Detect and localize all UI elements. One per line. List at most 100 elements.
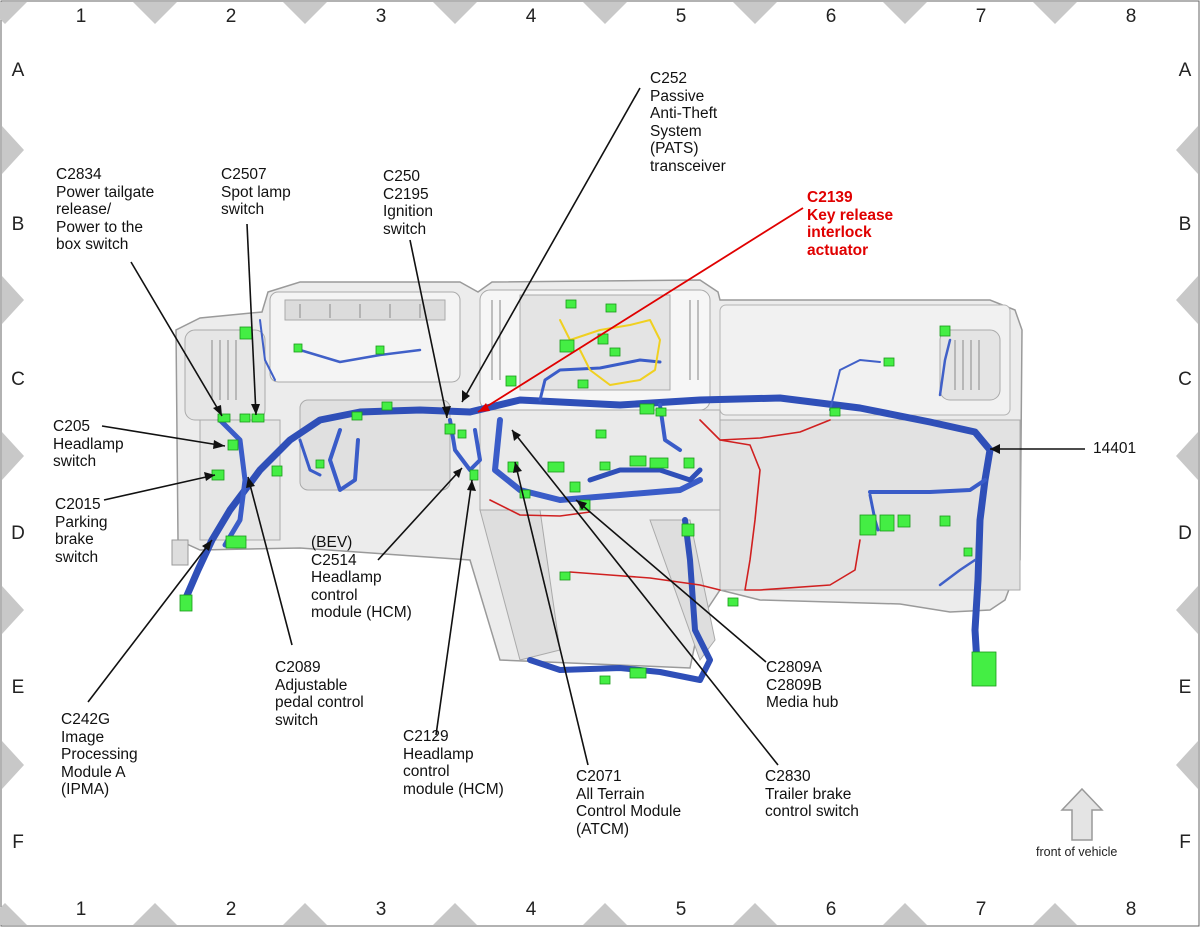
front-of-vehicle-label: front of vehicle — [1036, 845, 1118, 859]
arrow-c2071 — [513, 462, 522, 473]
zone-marker — [283, 903, 327, 925]
connector-block — [883, 357, 895, 367]
zone-marker — [883, 903, 927, 925]
connector-block — [375, 345, 385, 355]
zone-marker — [1176, 741, 1198, 789]
leader-c250 — [409, 239, 448, 419]
arrow-c2514 — [453, 468, 462, 478]
connector-block — [971, 651, 997, 687]
connector-block — [829, 407, 841, 417]
connector-block — [629, 455, 647, 467]
leader-c2507 — [246, 223, 257, 416]
zone-marker — [1176, 432, 1198, 480]
callout-c2507: C2507 Spot lamp switch — [221, 166, 291, 218]
grid-row-label: E — [11, 677, 25, 698]
leader-c2514 — [377, 467, 463, 561]
callout-c2514: (BEV) C2514 Headlamp control module (HCM… — [311, 534, 412, 621]
connector-block — [897, 514, 911, 528]
callout-harness-14401: 14401 — [1093, 440, 1137, 457]
zone-marker — [733, 903, 777, 925]
leader-lines — [87, 87, 1085, 766]
connector-block — [444, 423, 456, 435]
connector-block — [599, 461, 611, 471]
callout-c2139: C2139 Key release interlock actuator — [807, 189, 894, 259]
grid-col-label: 6 — [825, 6, 837, 27]
grid-row-label: F — [12, 832, 24, 853]
connector-block — [681, 523, 695, 537]
grid-row-label: F — [1179, 832, 1191, 853]
grid-col-label: 3 — [375, 6, 387, 27]
connector-block — [227, 439, 239, 451]
arrow-c2834 — [213, 405, 222, 416]
grid-row-label: D — [1178, 523, 1192, 544]
connector-block — [251, 413, 265, 423]
connector-block — [599, 675, 611, 685]
grid-row-label: B — [1178, 214, 1192, 235]
grid-col-label: 6 — [825, 899, 837, 920]
arrow-c250 — [442, 406, 451, 418]
arrow-c242g — [202, 540, 212, 551]
connector-block — [649, 457, 669, 469]
leader-c2809 — [575, 499, 767, 663]
zone-marker — [1176, 126, 1198, 174]
connector-block — [179, 594, 193, 612]
grid-col-label: 7 — [975, 6, 987, 27]
leader-c252 — [461, 87, 641, 403]
arrow-harness — [990, 444, 1000, 454]
grid-col-label: 5 — [675, 6, 687, 27]
connector-block — [505, 375, 517, 387]
connector-block — [293, 343, 303, 353]
leader-c205 — [101, 425, 226, 447]
callout-c2834: C2834 Power tailgate release/ Power to t… — [56, 166, 155, 253]
connector-block — [939, 325, 951, 337]
callout-c250: C250 C2195 Ignition switch — [383, 168, 433, 238]
grid-row-label: D — [11, 523, 25, 544]
grid-col-label: 1 — [75, 6, 87, 27]
callout-c242g: C242G Image Processing Module A (IPMA) — [61, 711, 138, 798]
connector-block — [519, 489, 531, 499]
grid-row-label: E — [1178, 677, 1192, 698]
connector-block — [727, 597, 739, 607]
connector-block — [381, 401, 393, 411]
grid-col-label: 8 — [1125, 899, 1137, 920]
leader-c2830 — [511, 429, 779, 766]
connector-block — [879, 514, 895, 532]
arrowheads — [202, 390, 1000, 551]
zone-marker — [133, 903, 177, 925]
connector-block — [577, 379, 589, 389]
arrow-c2015 — [204, 472, 215, 481]
grid-col-label: 1 — [75, 899, 87, 920]
zone-marker — [1176, 586, 1198, 634]
leader-c2834 — [130, 261, 223, 417]
leader-c2071 — [514, 461, 589, 766]
callout-c252: C252 Passive Anti-Theft System (PATS) tr… — [650, 70, 726, 175]
zone-marker — [433, 903, 477, 925]
callout-c2830: C2830 Trailer brake control switch — [765, 768, 859, 820]
grid-col-label: 2 — [225, 899, 237, 920]
leader-c2129 — [435, 479, 473, 736]
grid-row-label: C — [1178, 369, 1192, 390]
arrow-c2830 — [512, 430, 521, 441]
connector-block — [239, 413, 251, 423]
connector-block — [547, 461, 565, 473]
leader-c2139 — [477, 207, 804, 413]
connector-block — [559, 339, 575, 353]
callout-c2809: C2809A C2809B Media hub — [766, 659, 839, 711]
arrow-c2507 — [251, 404, 260, 415]
arrow-c2089 — [246, 477, 255, 488]
connector-block — [351, 411, 363, 421]
zone-marker — [0, 2, 27, 24]
arrow-c2139 — [478, 403, 490, 412]
grid-row-label: B — [11, 214, 25, 235]
zone-marker — [2, 126, 24, 174]
connector-block — [609, 347, 621, 357]
arrow-c205 — [213, 440, 225, 449]
arrow-c2129 — [467, 480, 476, 491]
leader-c242g — [87, 539, 213, 703]
zone-marker — [1176, 276, 1198, 324]
zone-marker — [1033, 903, 1077, 925]
zone-marker — [733, 2, 777, 24]
